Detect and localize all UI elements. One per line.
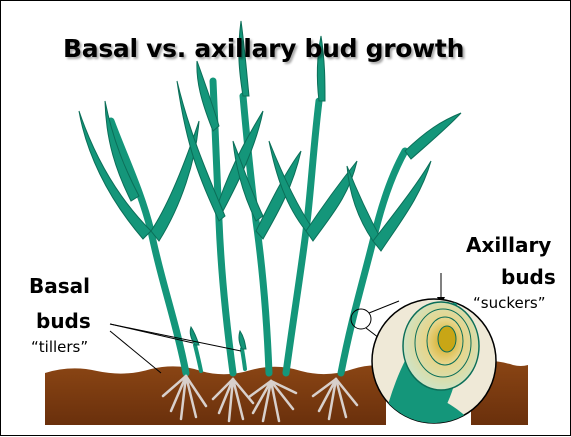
basal-label-line1: Basal [29,274,90,298]
axillary-sub-label: “suckers” [473,294,545,312]
basal-label-line2: buds [36,309,91,333]
axillary-label-line1: Axillary [466,233,551,257]
axillary-label-line2: buds [501,265,556,289]
diagram-title: Basal vs. axillary bud growth [63,34,464,63]
basal-sub-label: “tillers” [31,338,88,356]
